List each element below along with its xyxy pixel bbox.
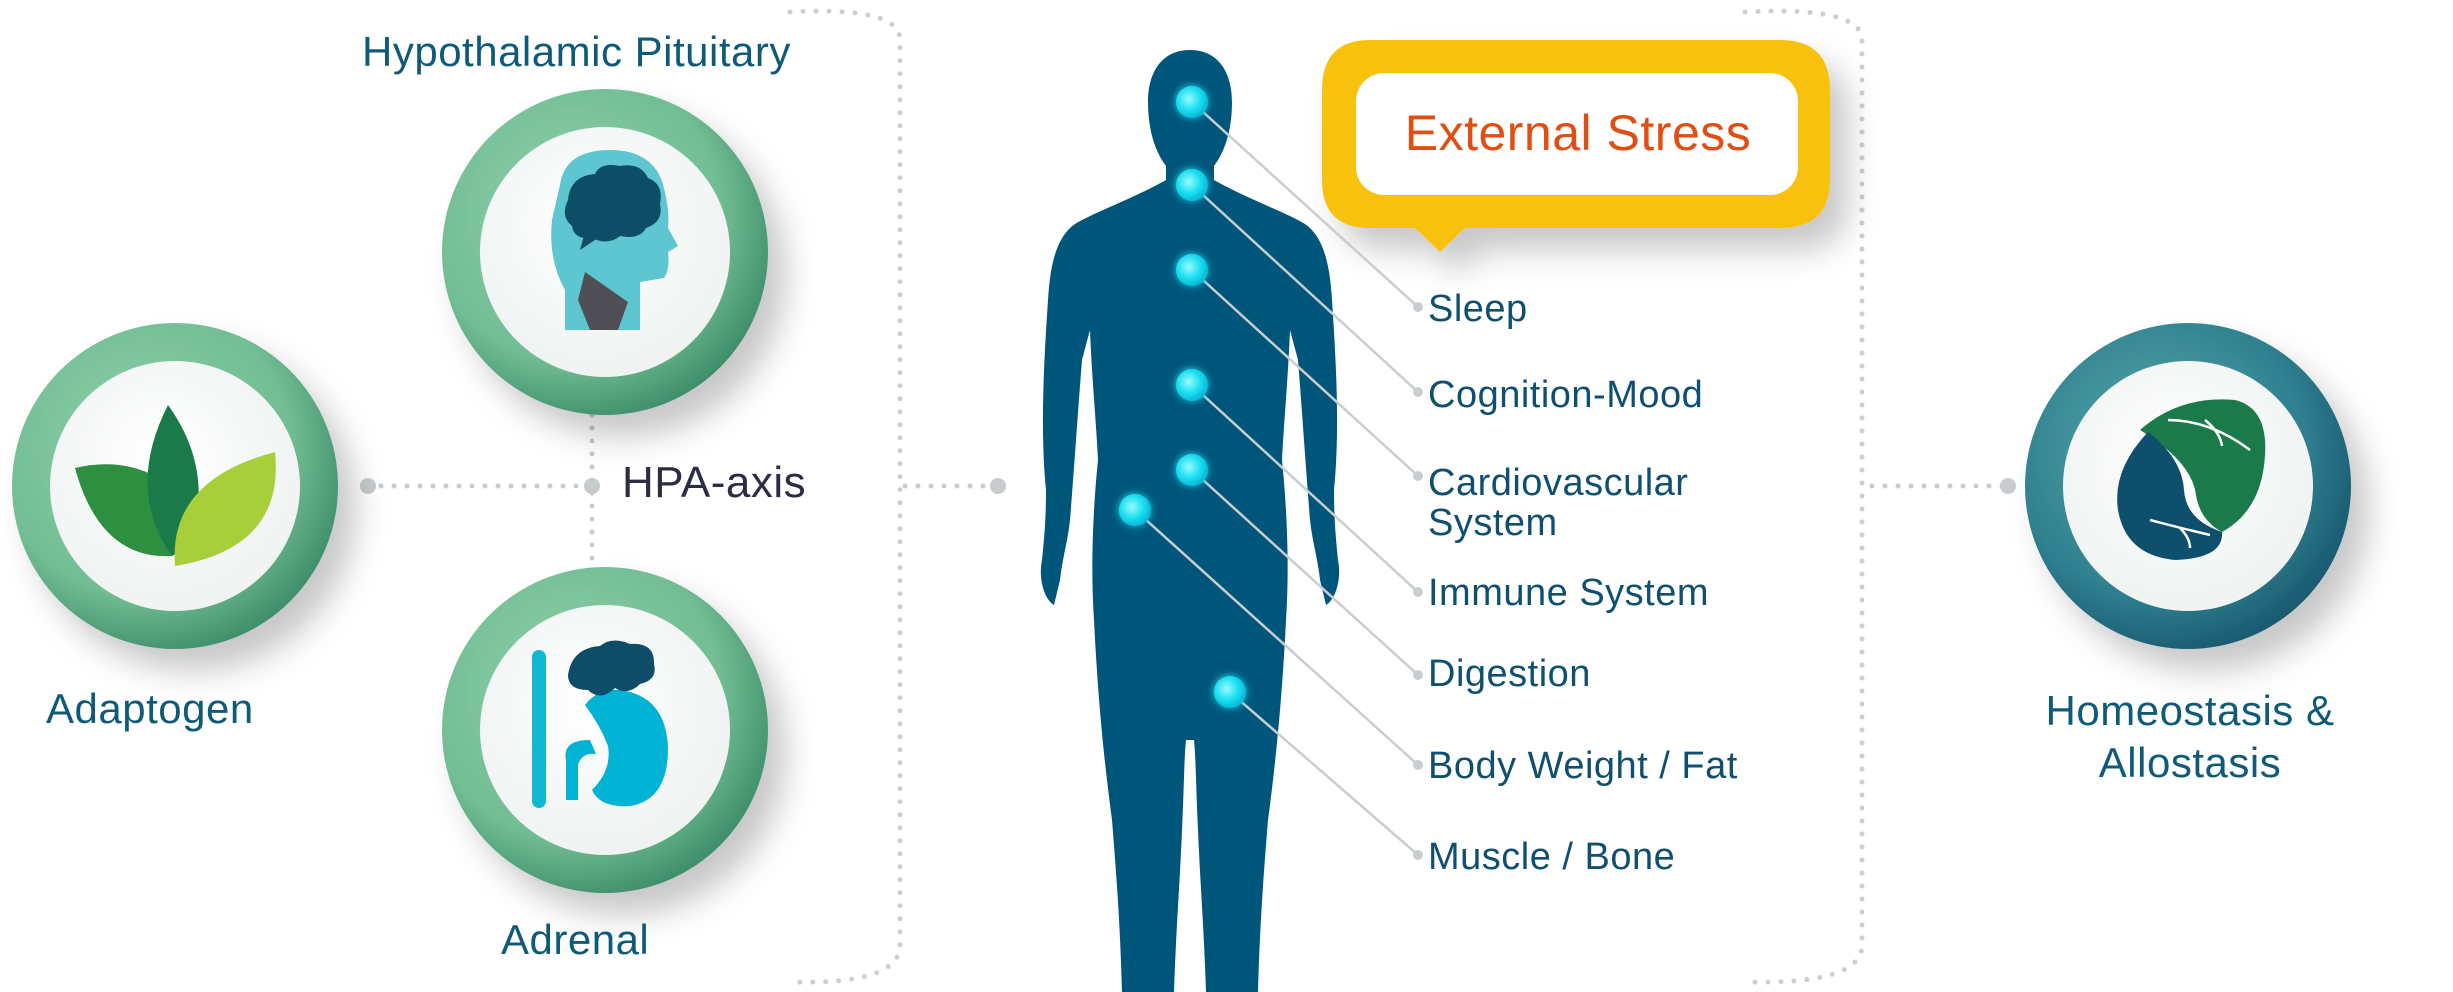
homeostasis-label: Homeostasis & Allostasis	[2020, 685, 2360, 789]
hypothalamic-pituitary-label: Hypothalamic Pituitary	[362, 28, 791, 76]
hotspot-body-weight	[1119, 494, 1151, 526]
hotspot-digestion	[1176, 454, 1208, 486]
hpa-axis-label: HPA-axis	[622, 458, 806, 508]
homeostasis-node	[2025, 323, 2351, 649]
hotspot-muscle-bone	[1214, 676, 1246, 708]
hotspot-cognition	[1176, 169, 1208, 201]
system-label-digestion: Digestion	[1428, 653, 1591, 696]
hotspot-immune	[1176, 369, 1208, 401]
adaptogen-label: Adaptogen	[46, 685, 254, 733]
system-label-muscle-bone: Muscle / Bone	[1428, 836, 1675, 879]
system-label-immune: Immune System	[1428, 572, 1709, 615]
system-label-cognition-mood: Cognition-Mood	[1428, 374, 1703, 417]
adrenal-label: Adrenal	[501, 916, 649, 964]
external-stress-label: External Stress	[1380, 104, 1776, 162]
system-label-cardiovascular-line2: System	[1428, 502, 1558, 545]
leader-endpoints	[1413, 302, 1423, 860]
system-label-sleep: Sleep	[1428, 288, 1528, 331]
left-bracket	[790, 11, 900, 982]
hotspot-sleep	[1176, 86, 1208, 118]
hotspot-cardiovascular	[1176, 254, 1208, 286]
homeostasis-label-line2: Allostasis	[2020, 737, 2360, 789]
system-label-body-weight: Body Weight / Fat	[1428, 745, 1738, 788]
homeostasis-label-line1: Homeostasis &	[2020, 685, 2360, 737]
system-label-cardiovascular: Cardiovascular	[1428, 462, 1688, 505]
